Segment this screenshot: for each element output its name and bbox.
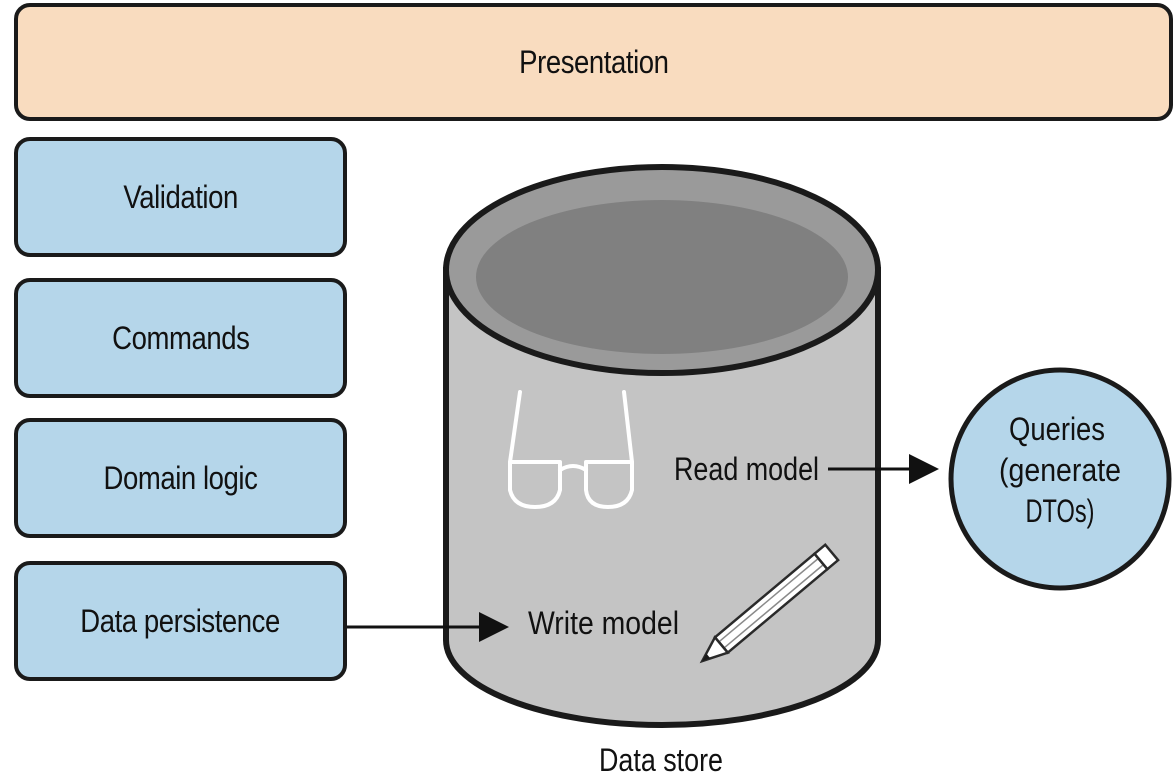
- validation-layer: Validation: [14, 137, 347, 257]
- pencil-icon: [699, 543, 840, 664]
- queries-node: Queries (generate DTOs): [948, 367, 1172, 591]
- data-persistence-layer: Data persistence: [14, 561, 347, 681]
- validation-label: Validation: [123, 178, 238, 215]
- queries-circle: [948, 367, 1172, 591]
- domain-logic-layer: Domain logic: [14, 418, 347, 538]
- read-model-label: Read model: [674, 451, 819, 487]
- arrow-icon: [347, 454, 939, 642]
- queries-line2: (generate: [999, 452, 1121, 488]
- queries-line1: Queries: [1009, 411, 1105, 447]
- data-store-label: Data store: [599, 742, 723, 778]
- commands-layer: Commands: [14, 278, 347, 398]
- glasses-icon: [508, 390, 634, 509]
- domain-logic-label: Domain logic: [103, 459, 258, 496]
- write-model-label: Write model: [528, 605, 679, 641]
- presentation-label: Presentation: [518, 43, 669, 80]
- presentation-layer: Presentation: [14, 3, 1173, 121]
- queries-line3: DTOs): [1026, 493, 1095, 529]
- commands-label: Commands: [111, 319, 250, 356]
- data-persistence-label: Data persistence: [80, 602, 281, 639]
- cylinder-top-inner: [476, 200, 848, 354]
